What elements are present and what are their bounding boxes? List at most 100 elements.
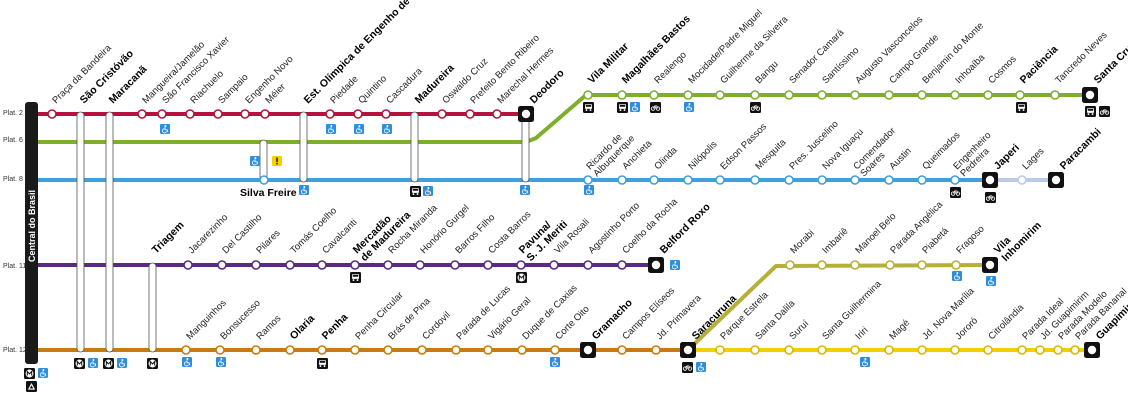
station-marker[interactable] bbox=[617, 90, 627, 100]
station-terminal-paracambi[interactable] bbox=[1048, 172, 1064, 188]
station-marker[interactable] bbox=[884, 175, 894, 185]
station-marker[interactable] bbox=[157, 109, 167, 119]
station-marker[interactable] bbox=[917, 175, 927, 185]
station-marker[interactable] bbox=[850, 260, 860, 270]
station-marker[interactable] bbox=[784, 345, 794, 355]
station-marker[interactable] bbox=[617, 260, 627, 270]
station-marker[interactable] bbox=[950, 90, 960, 100]
station-marker[interactable] bbox=[549, 260, 559, 270]
bus-icon bbox=[583, 102, 594, 113]
station-marker[interactable] bbox=[715, 175, 725, 185]
station-marker[interactable] bbox=[784, 175, 794, 185]
station-marker[interactable] bbox=[884, 90, 894, 100]
hub-central-do-brasil[interactable]: Central do Brasil bbox=[25, 102, 38, 364]
station-marker[interactable] bbox=[850, 175, 860, 185]
station-marker[interactable] bbox=[417, 345, 427, 355]
station-marker[interactable] bbox=[750, 90, 760, 100]
station-terminal-gramacho[interactable] bbox=[580, 342, 596, 358]
station-marker[interactable] bbox=[259, 175, 269, 185]
station-marker[interactable] bbox=[750, 345, 760, 355]
station-marker[interactable] bbox=[1017, 345, 1027, 355]
station-marker[interactable] bbox=[1053, 345, 1063, 355]
station-marker[interactable] bbox=[516, 260, 526, 270]
station-marker[interactable] bbox=[583, 260, 593, 270]
station-marker[interactable] bbox=[381, 109, 391, 119]
station-marker[interactable] bbox=[649, 175, 659, 185]
station-marker[interactable] bbox=[884, 345, 894, 355]
station-marker[interactable] bbox=[517, 345, 527, 355]
station-marker[interactable] bbox=[850, 345, 860, 355]
station-marker[interactable] bbox=[983, 345, 993, 355]
station-marker[interactable] bbox=[617, 175, 627, 185]
station-marker[interactable] bbox=[1050, 90, 1060, 100]
station-terminal-santa-cruz[interactable] bbox=[1082, 87, 1098, 103]
station-marker[interactable] bbox=[137, 109, 147, 119]
station-marker[interactable] bbox=[850, 90, 860, 100]
station-terminal-deodoro[interactable] bbox=[518, 106, 534, 122]
station-marker[interactable] bbox=[917, 260, 927, 270]
station-marker[interactable] bbox=[451, 345, 461, 355]
station-marker[interactable] bbox=[550, 345, 560, 355]
station-marker[interactable] bbox=[251, 345, 261, 355]
station-terminal-saracuruna[interactable] bbox=[680, 342, 696, 358]
station-marker[interactable] bbox=[950, 175, 960, 185]
station-marker[interactable] bbox=[450, 260, 460, 270]
station-marker[interactable] bbox=[715, 345, 725, 355]
station-marker[interactable] bbox=[951, 260, 961, 270]
station-marker[interactable] bbox=[251, 260, 261, 270]
station-terminal-japeri[interactable] bbox=[982, 172, 998, 188]
station-marker[interactable] bbox=[217, 260, 227, 270]
station-marker[interactable] bbox=[260, 109, 270, 119]
station-marker[interactable] bbox=[817, 175, 827, 185]
station-marker[interactable] bbox=[183, 260, 193, 270]
station-marker[interactable] bbox=[750, 175, 760, 185]
station-marker[interactable] bbox=[317, 345, 327, 355]
station-marker[interactable] bbox=[1035, 345, 1045, 355]
station-marker[interactable] bbox=[649, 90, 659, 100]
station-marker[interactable] bbox=[885, 260, 895, 270]
station-marker[interactable] bbox=[583, 90, 593, 100]
station-marker[interactable] bbox=[683, 175, 693, 185]
station-marker[interactable] bbox=[415, 260, 425, 270]
station-marker[interactable] bbox=[353, 109, 363, 119]
station-marker[interactable] bbox=[317, 260, 327, 270]
station-marker[interactable] bbox=[1017, 175, 1027, 185]
station-marker[interactable] bbox=[437, 109, 447, 119]
station-marker[interactable] bbox=[617, 345, 627, 355]
station-marker[interactable] bbox=[285, 260, 295, 270]
station-marker[interactable] bbox=[1070, 345, 1080, 355]
station-marker[interactable] bbox=[181, 345, 191, 355]
station-marker[interactable] bbox=[917, 90, 927, 100]
station-terminal-belford-roxo[interactable] bbox=[648, 257, 664, 273]
station-marker[interactable] bbox=[350, 345, 360, 355]
station-marker[interactable] bbox=[817, 345, 827, 355]
station-marker[interactable] bbox=[215, 345, 225, 355]
station-marker[interactable] bbox=[817, 90, 827, 100]
station-marker[interactable] bbox=[917, 345, 927, 355]
station-terminal-vila-inhomirim[interactable] bbox=[982, 257, 998, 273]
station-marker[interactable] bbox=[683, 90, 693, 100]
station-marker[interactable] bbox=[983, 90, 993, 100]
station-marker[interactable] bbox=[383, 345, 393, 355]
station-marker[interactable] bbox=[950, 345, 960, 355]
station-marker[interactable] bbox=[492, 109, 502, 119]
station-marker[interactable] bbox=[47, 109, 57, 119]
station-marker[interactable] bbox=[213, 109, 223, 119]
station-marker[interactable] bbox=[185, 109, 195, 119]
station-marker[interactable] bbox=[817, 260, 827, 270]
station-marker[interactable] bbox=[240, 109, 250, 119]
station-marker[interactable] bbox=[383, 260, 393, 270]
station-marker[interactable] bbox=[483, 345, 493, 355]
station-marker[interactable] bbox=[465, 109, 475, 119]
station-marker[interactable] bbox=[350, 260, 360, 270]
station-terminal-guapimirim[interactable] bbox=[1084, 342, 1100, 358]
station-marker[interactable] bbox=[784, 90, 794, 100]
station-marker[interactable] bbox=[715, 90, 725, 100]
station-marker[interactable] bbox=[651, 345, 661, 355]
station-marker[interactable] bbox=[1015, 90, 1025, 100]
station-marker[interactable] bbox=[483, 260, 493, 270]
station-marker[interactable] bbox=[785, 260, 795, 270]
station-marker[interactable] bbox=[325, 109, 335, 119]
station-marker[interactable] bbox=[583, 175, 593, 185]
station-marker[interactable] bbox=[285, 345, 295, 355]
